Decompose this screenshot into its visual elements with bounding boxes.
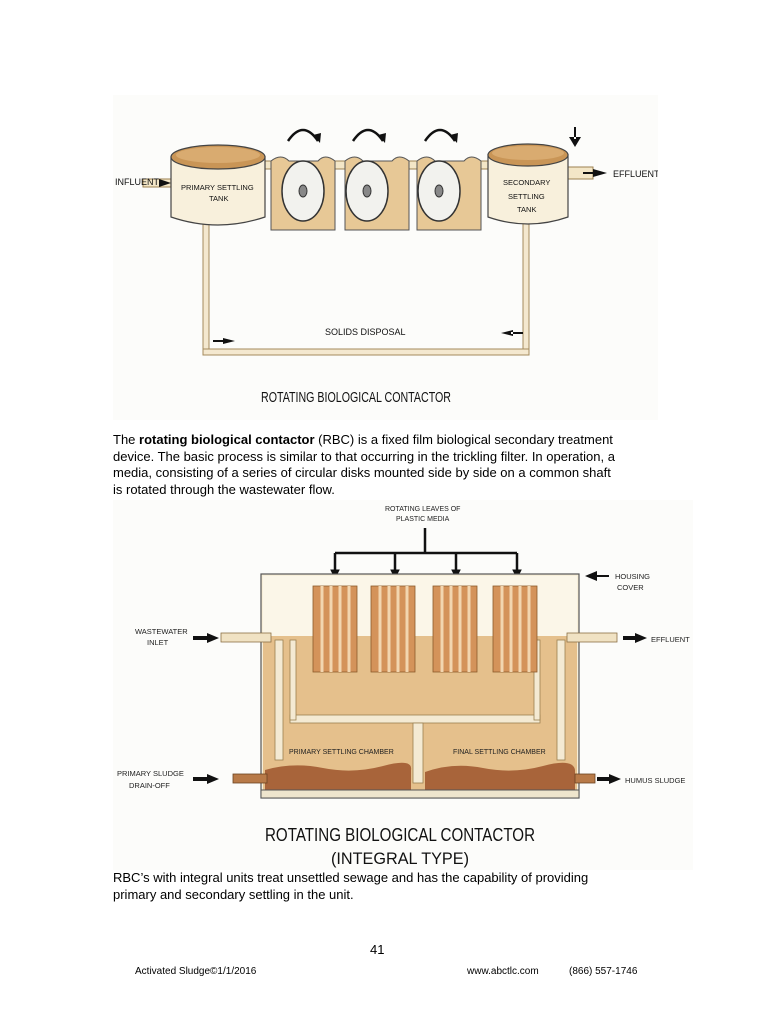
secondary-tank-label-1: SECONDARY bbox=[503, 178, 550, 187]
rbc-unit-1 bbox=[270, 128, 336, 231]
effluent-label-2: EFFLUENT bbox=[651, 635, 690, 644]
figure1-title: ROTATING BIOLOGICAL CONTACTOR bbox=[261, 389, 451, 406]
rbc-units bbox=[270, 128, 482, 231]
paragraph2-line1: RBC’s with integral units treat unsettle… bbox=[113, 870, 589, 885]
plastic-media-packs bbox=[312, 585, 538, 673]
influent-label: INFLUENT bbox=[115, 177, 160, 187]
humus-arrow bbox=[597, 774, 621, 784]
humus-sludge-label: HUMUS SLUDGE bbox=[625, 776, 685, 785]
inlet-label-2: INLET bbox=[147, 638, 169, 647]
housing-arrow bbox=[585, 571, 609, 581]
rbc-unit-3 bbox=[416, 128, 482, 231]
footer-url[interactable]: www.abctlc.com bbox=[467, 966, 539, 977]
down-arrow bbox=[569, 127, 581, 147]
sludge-drain-label-1: PRIMARY SLUDGE bbox=[117, 769, 184, 778]
effluent-arrow-2 bbox=[623, 633, 647, 643]
primary-settling-tank bbox=[170, 144, 266, 226]
rotating-leaves-label-1: ROTATING LEAVES OF bbox=[385, 506, 460, 513]
rbc-integral-diagram: ROTATING LEAVES OF PLASTIC MEDIA bbox=[113, 500, 693, 870]
effluent-label: EFFLUENT bbox=[613, 169, 658, 179]
page-number: 41 bbox=[370, 942, 385, 957]
primary-tank-label-1: PRIMARY SETTLING bbox=[181, 183, 254, 192]
media-pack-4 bbox=[492, 585, 538, 673]
figure2-title-line2: (INTEGRAL TYPE) bbox=[331, 849, 469, 868]
footer-phone: (866) 557-1746 bbox=[569, 966, 638, 977]
fig2-arrows bbox=[193, 571, 647, 784]
p1-prefix: The bbox=[113, 432, 140, 447]
solids-arrow-right bbox=[501, 330, 523, 336]
media-pack-1 bbox=[312, 585, 358, 673]
rbc-process-diagram: INFLUENT PRIMARY SETTLING TANK SECONDARY… bbox=[113, 95, 658, 420]
p1-bold-term: rotating biological contactor bbox=[139, 432, 315, 447]
inlet-label-1: WASTEWATER bbox=[135, 627, 188, 636]
final-chamber-label: FINAL SETTLING CHAMBER bbox=[453, 749, 546, 756]
primary-tank-label-2: TANK bbox=[209, 194, 228, 203]
media-pack-3 bbox=[432, 585, 478, 673]
media-pack-2 bbox=[370, 585, 416, 673]
effluent-arrow bbox=[583, 169, 607, 177]
flow-arrows bbox=[159, 127, 607, 344]
paragraph1-line3: media, consisting of a series of circula… bbox=[113, 465, 611, 480]
housing-label-1: HOUSING bbox=[615, 572, 650, 581]
paragraph2-line2: primary and secondary settling in the un… bbox=[113, 886, 354, 902]
influent-arrow bbox=[159, 179, 171, 187]
rbc-integral-description: RBC’s with integral units treat unsettle… bbox=[113, 870, 673, 903]
figure2-title-line1: ROTATING BIOLOGICAL CONTACTOR bbox=[265, 825, 535, 845]
rbc-unit-2 bbox=[344, 128, 410, 231]
paragraph1-line4: is rotated through the wastewater flow. bbox=[113, 481, 335, 497]
solids-disposal-label: SOLIDS DISPOSAL bbox=[325, 327, 406, 337]
rbc-description: The rotating biological contactor (RBC) … bbox=[113, 432, 673, 498]
sludge-drain-label-2: DRAIN-OFF bbox=[129, 781, 170, 790]
footer-left: Activated Sludge©1/1/2016 bbox=[135, 966, 257, 977]
secondary-tank-label-2: SETTLING bbox=[508, 192, 545, 201]
rotating-leaves-label-2: PLASTIC MEDIA bbox=[396, 516, 450, 523]
p1-line1-rest: (RBC) is a fixed film biological seconda… bbox=[314, 432, 613, 447]
solids-arrow-left bbox=[213, 338, 235, 344]
inlet-arrow bbox=[193, 633, 219, 643]
sludge-drain-arrow bbox=[193, 774, 219, 784]
primary-chamber-label: PRIMARY SETTLING CHAMBER bbox=[289, 749, 394, 756]
housing-label-2: COVER bbox=[617, 583, 644, 592]
paragraph1-line2: device. The basic process is similar to … bbox=[113, 448, 615, 464]
paragraph1-line1: The rotating biological contactor (RBC) … bbox=[113, 432, 673, 449]
secondary-settling-tank bbox=[487, 143, 569, 225]
secondary-tank-label-3: TANK bbox=[517, 205, 536, 214]
